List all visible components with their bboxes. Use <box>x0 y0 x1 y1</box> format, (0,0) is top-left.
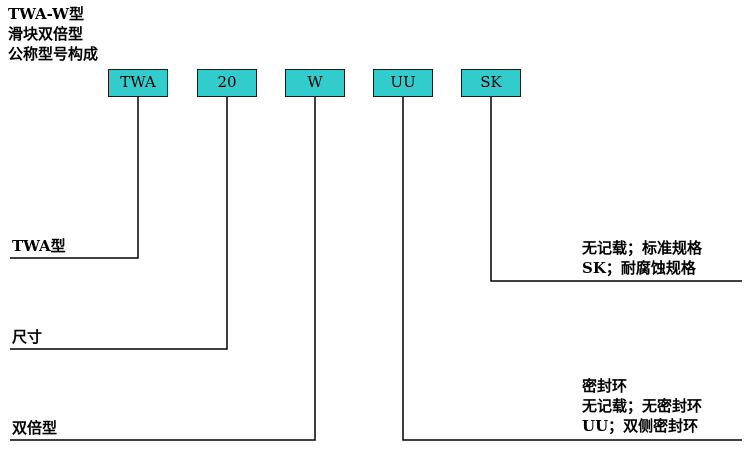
connector-model <box>10 97 139 259</box>
code-box-model: TWA <box>108 69 168 97</box>
label-seal-line-3: UU；双侧密封环 <box>582 417 699 435</box>
label-material: 无记载；标准规格 SK；耐腐蚀规格 <box>582 238 702 278</box>
connector-type <box>10 97 316 441</box>
label-seal-line-2: 无记载；无密封环 <box>582 397 703 415</box>
label-model: TWA型 <box>12 237 66 255</box>
code-box-type: W <box>285 69 345 97</box>
title-line-3: 公称型号构成 <box>8 45 99 63</box>
code-box-size: 20 <box>197 69 257 97</box>
label-seal-line-1: 密封环 <box>582 377 628 395</box>
title-line-1: TWA-W型 <box>8 5 84 23</box>
title-block: TWA-W型 滑块双倍型 公称型号构成 <box>8 4 98 64</box>
code-box-material: SK <box>461 69 521 97</box>
label-material-line-2: SK；耐腐蚀规格 <box>582 259 696 277</box>
label-size: 尺寸 <box>12 328 43 346</box>
title-line-2: 滑块双倍型 <box>8 25 84 43</box>
label-material-line-1: 无记载；标准规格 <box>582 239 703 257</box>
connector-material <box>490 97 742 282</box>
connector-size <box>10 97 228 350</box>
connector-seal <box>402 97 742 441</box>
label-type: 双倍型 <box>12 419 58 437</box>
code-box-seal: UU <box>373 69 433 97</box>
label-seal: 密封环 无记载；无密封环 UU；双侧密封环 <box>582 376 702 436</box>
